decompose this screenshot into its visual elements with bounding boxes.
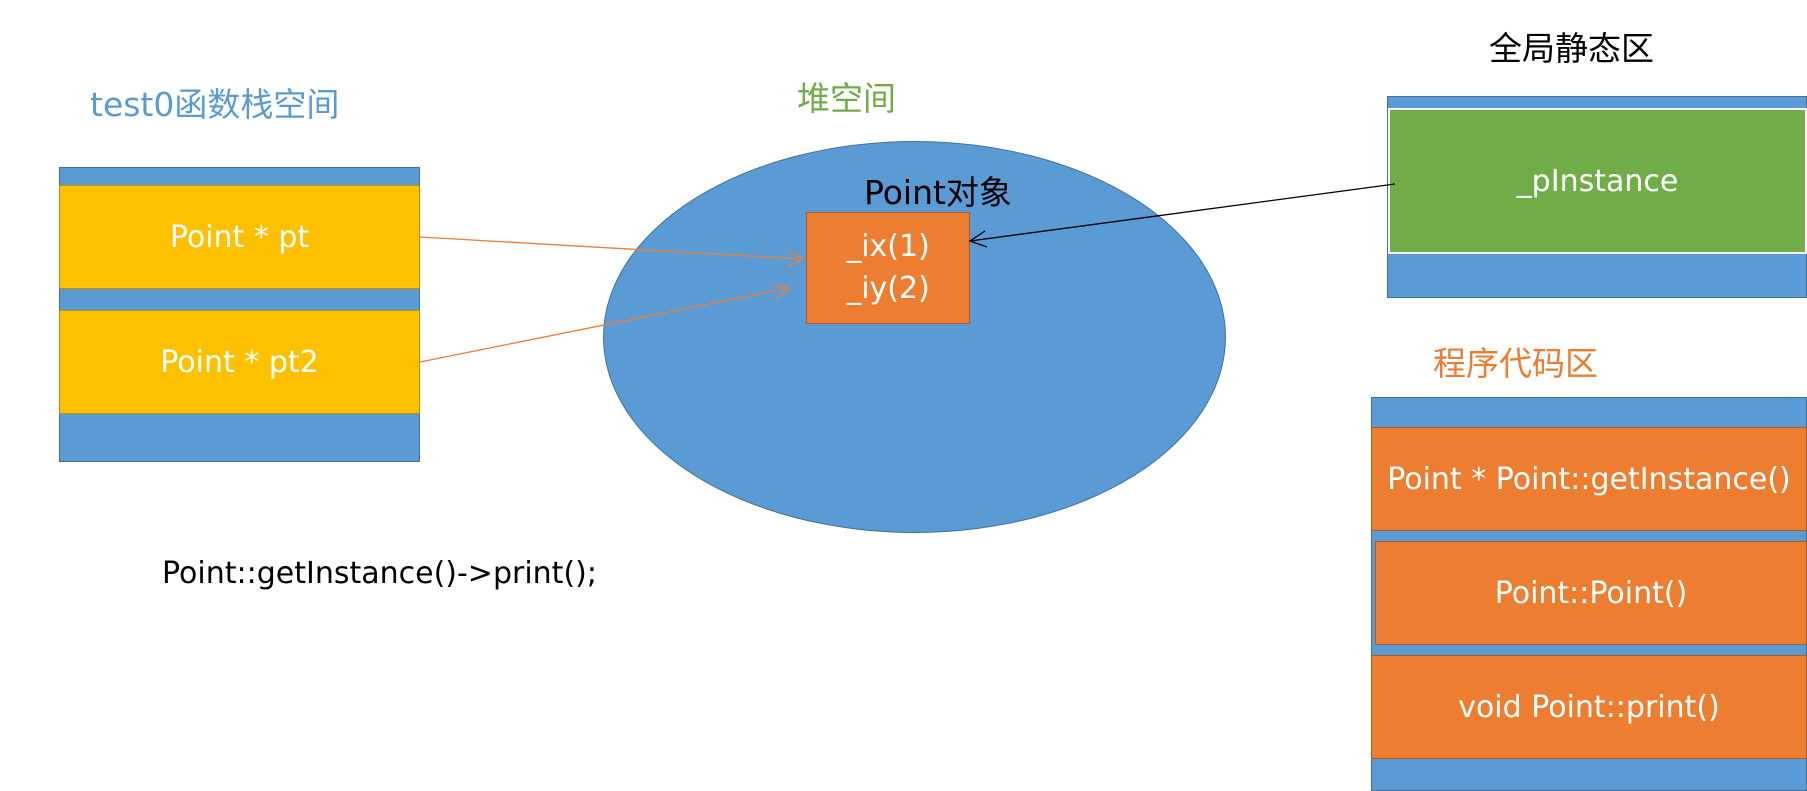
code-func-constructor: Point::Point() (1375, 541, 1807, 645)
code-func-getinstance-label: Point * Point::getInstance() (1387, 461, 1791, 497)
member-iy: _iy(2) (846, 271, 930, 306)
stack-var-pt-label: Point * pt (169, 219, 310, 255)
code-func-print-label: void Point::print() (1458, 689, 1720, 725)
point-object-box: _ix(1) _iy(2) (806, 212, 970, 324)
member-ix: _ix(1) (846, 229, 930, 264)
static-area-title: 全局静态区 (1489, 29, 1654, 68)
static-var-pinstance-label: _pInstance (1516, 163, 1679, 199)
arrow-pt2-to-object (419, 283, 791, 363)
arrow-pt-to-object (419, 236, 805, 268)
code-func-constructor-label: Point::Point() (1494, 575, 1688, 611)
heap-oval (603, 141, 1226, 533)
code-func-getinstance: Point * Point::getInstance() (1371, 427, 1807, 531)
stack-var-pt2: Point * pt2 (59, 310, 420, 414)
static-var-pinstance: _pInstance (1388, 108, 1807, 254)
stack-title: test0函数栈空间 (90, 85, 340, 124)
heap-title: 堆空间 (797, 79, 896, 118)
call-expression: Point::getInstance()->print(); (162, 556, 597, 591)
point-object-label: Point对象 (864, 173, 1012, 212)
code-area-title: 程序代码区 (1433, 344, 1598, 383)
stack-var-pt2-label: Point * pt2 (160, 344, 319, 380)
stack-var-pt: Point * pt (59, 185, 420, 289)
arrow-pinstance-to-object (968, 183, 1396, 248)
code-func-print: void Point::print() (1371, 655, 1807, 759)
